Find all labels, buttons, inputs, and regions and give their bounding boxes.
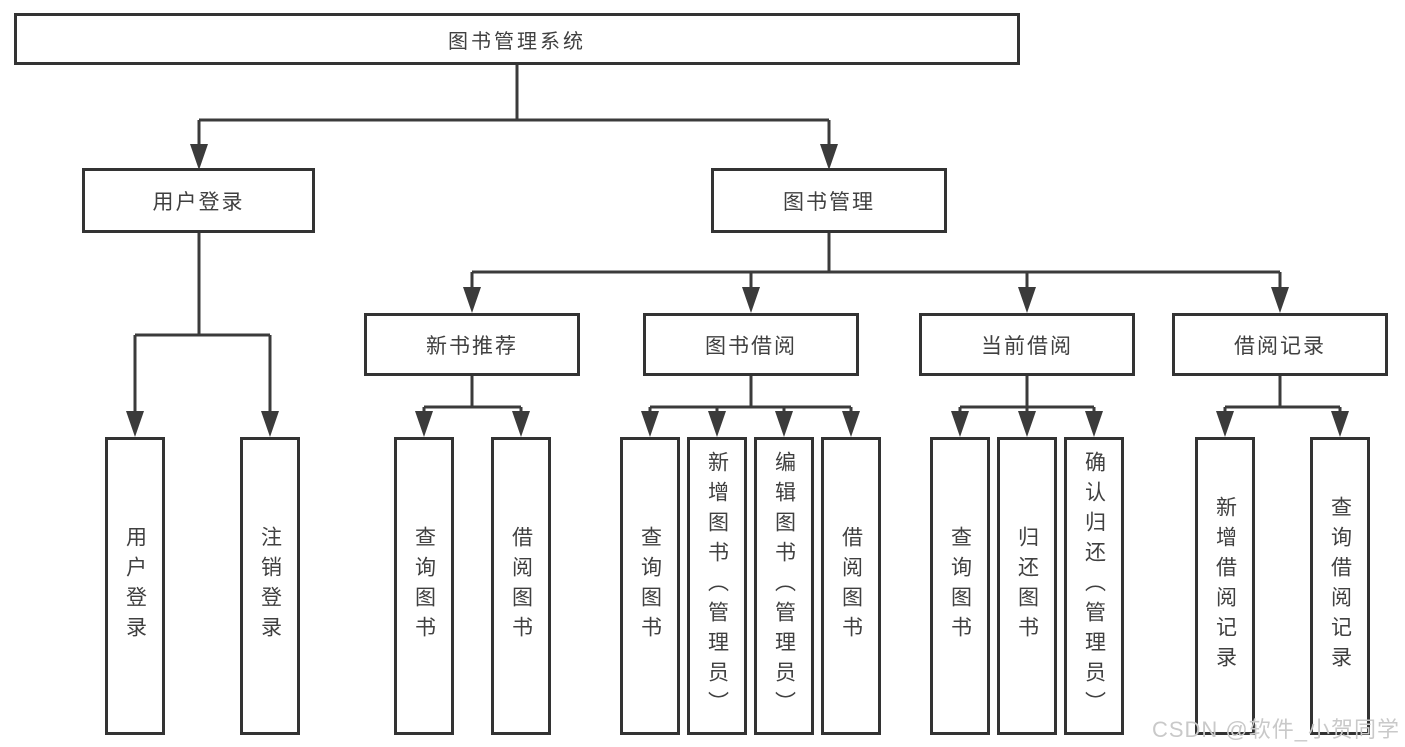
leaf-borrow-books-recommend: 借阅图书 [491, 437, 551, 735]
leaf-query-books-recommend: 查询图书 [394, 437, 454, 735]
node-user-login: 用户登录 [82, 168, 315, 233]
leaf-borrow-books-borrowing-label: 借阅图书 [839, 526, 863, 646]
leaf-query-books-recommend-label: 查询图书 [412, 526, 436, 646]
node-user-login-label: 用户登录 [152, 190, 245, 214]
node-current-borrowing-label: 当前借阅 [981, 334, 1073, 358]
leaf-query-books-current: 查询图书 [930, 437, 990, 735]
leaf-user-login: 用户登录 [105, 437, 165, 735]
leaf-add-borrow-record: 新增借阅记录 [1195, 437, 1255, 735]
node-new-book-recommend-label: 新书推荐 [426, 334, 518, 358]
leaf-logout-label: 注销登录 [258, 526, 282, 646]
leaf-add-books-admin-label: 新增图书（管理员） [705, 451, 729, 721]
watermark: CSDN @软件_小贺同学 [1151, 717, 1400, 742]
node-root: 图书管理系统 [14, 13, 1020, 65]
node-borrowing-records-label: 借阅记录 [1234, 334, 1326, 358]
node-current-borrowing: 当前借阅 [919, 313, 1135, 376]
leaf-edit-books-admin-label: 编辑图书（管理员） [772, 451, 796, 721]
leaf-add-borrow-record-label: 新增借阅记录 [1213, 496, 1237, 676]
leaf-logout: 注销登录 [240, 437, 300, 735]
leaf-borrow-books-borrowing: 借阅图书 [821, 437, 881, 735]
node-book-borrowing-label: 图书借阅 [705, 334, 797, 358]
leaf-borrow-books-recommend-label: 借阅图书 [509, 526, 533, 646]
leaf-return-books: 归还图书 [997, 437, 1057, 735]
leaf-query-borrow-record-label: 查询借阅记录 [1328, 496, 1352, 676]
leaf-add-books-admin: 新增图书（管理员） [687, 437, 747, 735]
leaf-edit-books-admin: 编辑图书（管理员） [754, 437, 814, 735]
leaf-query-borrow-record: 查询借阅记录 [1310, 437, 1370, 735]
node-book-borrowing: 图书借阅 [643, 313, 859, 376]
leaf-confirm-return-admin: 确认归还（管理员） [1064, 437, 1124, 735]
node-new-book-recommend: 新书推荐 [364, 313, 580, 376]
node-book-management: 图书管理 [711, 168, 947, 233]
leaf-confirm-return-admin-label: 确认归还（管理员） [1082, 451, 1106, 721]
leaf-query-books-current-label: 查询图书 [948, 526, 972, 646]
leaf-return-books-label: 归还图书 [1015, 526, 1039, 646]
leaf-query-books-borrowing: 查询图书 [620, 437, 680, 735]
node-root-label: 图书管理系统 [448, 30, 586, 53]
node-borrowing-records: 借阅记录 [1172, 313, 1388, 376]
leaf-query-books-borrowing-label: 查询图书 [638, 526, 662, 646]
node-book-management-label: 图书管理 [783, 190, 875, 214]
leaf-user-login-label: 用户登录 [123, 526, 147, 646]
